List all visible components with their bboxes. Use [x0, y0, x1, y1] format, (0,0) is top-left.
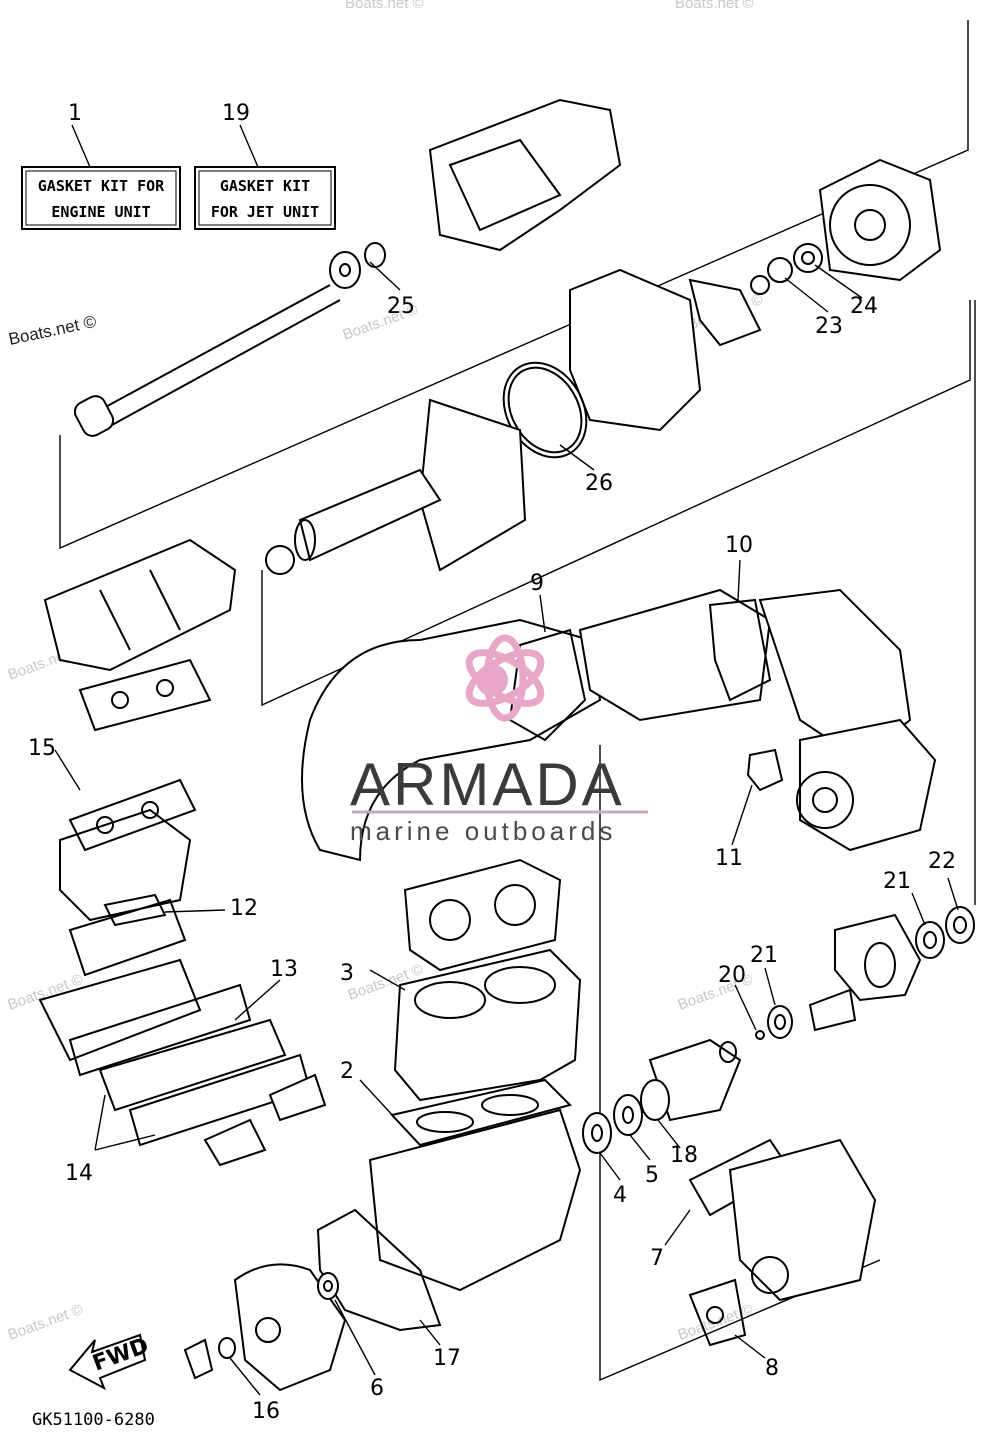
logo-name: ARMADA — [350, 751, 625, 818]
intake-manifold — [38, 808, 202, 1062]
watermark-text: Boats.net © — [6, 1301, 86, 1344]
callout-label: 26 — [585, 471, 613, 496]
callout-label: 18 — [670, 1143, 698, 1168]
armada-logo-text: ARMADA marine outboards — [350, 751, 648, 846]
watermark-text: Boats.net © — [675, 0, 754, 12]
callout-label: 3 — [340, 961, 354, 986]
crankcase — [368, 1108, 582, 1292]
callout-label: 24 — [850, 294, 878, 319]
gasket-12 — [103, 893, 167, 927]
callout-label: 22 — [928, 849, 956, 874]
gasket-8 — [688, 1278, 747, 1347]
cylinder-head — [403, 858, 562, 972]
kit-engine-line2: ENGINE UNIT — [51, 203, 150, 221]
callout-label: 15 — [28, 736, 56, 761]
leader-lines — [54, 261, 959, 1396]
gasket-11 — [746, 748, 784, 792]
callout-label: 6 — [370, 1376, 384, 1401]
callout-label: 20 — [718, 963, 746, 988]
callout-label: 19 — [222, 101, 250, 126]
kit-engine-line1: GASKET KIT FOR — [38, 177, 165, 195]
watermark-text: Boats.net © — [345, 0, 424, 12]
washer-16 — [183, 1337, 236, 1380]
group-frames — [59, 20, 976, 1382]
kit-engine-unit: GASKET KIT FOR ENGINE UNIT 1 — [21, 101, 181, 230]
callout-label: 11 — [715, 846, 743, 871]
callout-label: 12 — [230, 896, 258, 921]
callout-label: 17 — [433, 1346, 461, 1371]
impeller-housing-frame — [261, 300, 971, 707]
watermark-text: Boats.net © — [7, 312, 99, 349]
callout-label: 14 — [65, 1161, 93, 1186]
exhaust-manifold-7 — [688, 1138, 877, 1302]
logo-tagline: marine outboards — [350, 816, 616, 846]
callout-label: 5 — [645, 1163, 659, 1188]
drive-shaft — [73, 242, 386, 437]
cylinder-gasket-2 — [390, 1078, 572, 1147]
callout-label: 16 — [252, 1399, 280, 1424]
intake-duct — [265, 398, 527, 575]
callout-label: 4 — [613, 1183, 627, 1208]
bearings-21-22 — [915, 906, 975, 959]
exhaust-muffler — [43, 538, 237, 672]
diagram-code: GK51100-6280 — [32, 1410, 155, 1430]
jet-shaft-frame — [59, 20, 969, 550]
gasket-9 — [508, 628, 587, 742]
kit-jet-line2: FOR JET UNIT — [211, 203, 319, 221]
callout-numbers: 25 23 24 26 10 9 15 12 13 3 2 14 11 22 2… — [28, 294, 956, 1424]
callout-label: 25 — [387, 294, 415, 319]
bearing-21-lower — [755, 1005, 793, 1040]
flywheel-cover — [233, 1263, 347, 1392]
cylinder-block — [393, 948, 582, 1102]
coupling-housing — [808, 913, 922, 1032]
gasket-14 — [98, 1018, 312, 1147]
jet-pump-housing — [428, 98, 942, 282]
callout-label: 21 — [750, 943, 778, 968]
oil-seal-6 — [317, 1272, 339, 1300]
seals-4-5-18 — [582, 1079, 670, 1154]
callout-label: 23 — [815, 314, 843, 339]
callout-label: 2 — [340, 1059, 354, 1084]
callout-label: 7 — [650, 1246, 664, 1271]
impeller-assembly — [569, 243, 823, 432]
callout-label: 1 — [68, 101, 82, 126]
callout-label: 9 — [530, 571, 544, 596]
reed-valves — [203, 1073, 327, 1167]
fwd-direction-arrow: FWD — [68, 1333, 152, 1391]
callout-label: 13 — [270, 957, 298, 982]
gasket-13 — [68, 983, 252, 1077]
engine-right-frame — [599, 745, 881, 1382]
callout-label: 8 — [765, 1356, 779, 1381]
armada-logo — [465, 634, 545, 722]
gasket-15 — [68, 658, 212, 852]
callout-label: 21 — [883, 869, 911, 894]
gasket-10 — [708, 598, 772, 702]
callout-label: 10 — [725, 533, 753, 558]
kit-jet-unit: GASKET KIT FOR JET UNIT 19 — [194, 101, 336, 230]
kit-jet-line1: GASKET KIT — [220, 177, 310, 195]
